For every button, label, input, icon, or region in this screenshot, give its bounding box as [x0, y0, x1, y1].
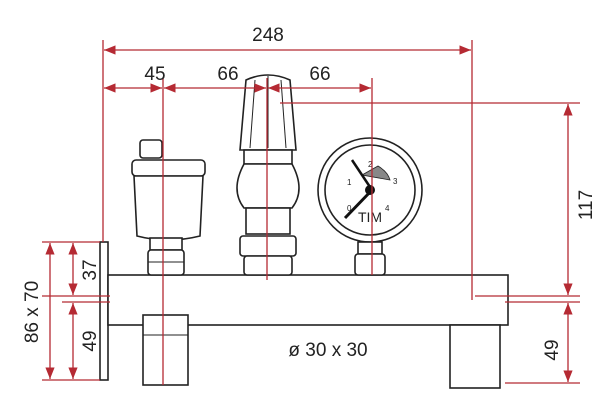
dim-plate-size: 86 x 70 — [22, 281, 43, 343]
gauge-mark-2: 2 — [368, 160, 373, 169]
pressure-gauge: 1 2 3 0 4 TIM — [317, 137, 423, 276]
dim-plate-lower: 49 — [80, 330, 101, 351]
radiator-valve — [236, 74, 300, 276]
gauge-mark-1: 1 — [347, 178, 352, 187]
dim-pipe-section: ø 30 x 30 — [288, 340, 367, 361]
dim-plate-upper: 37 — [80, 259, 101, 280]
gauge-brand-logo: TIM — [358, 209, 382, 225]
dim-segment-1: 45 — [144, 64, 165, 85]
gauge-mark-0: 0 — [347, 204, 352, 213]
left-outlet — [142, 314, 189, 386]
gauge-mark-3: 3 — [393, 177, 398, 186]
dimension-lines — [45, 45, 573, 382]
dim-segment-3: 66 — [309, 64, 330, 85]
dim-height-right: 117 — [576, 190, 597, 220]
dim-leg-height: 49 — [542, 339, 563, 360]
air-vent — [131, 139, 206, 276]
dim-overall-width: 248 — [252, 25, 284, 46]
dim-segment-2: 66 — [217, 64, 238, 85]
mounting-plate — [99, 241, 109, 381]
right-leg — [449, 324, 501, 389]
extension-lines — [42, 40, 580, 385]
gauge-mark-4: 4 — [385, 204, 390, 213]
